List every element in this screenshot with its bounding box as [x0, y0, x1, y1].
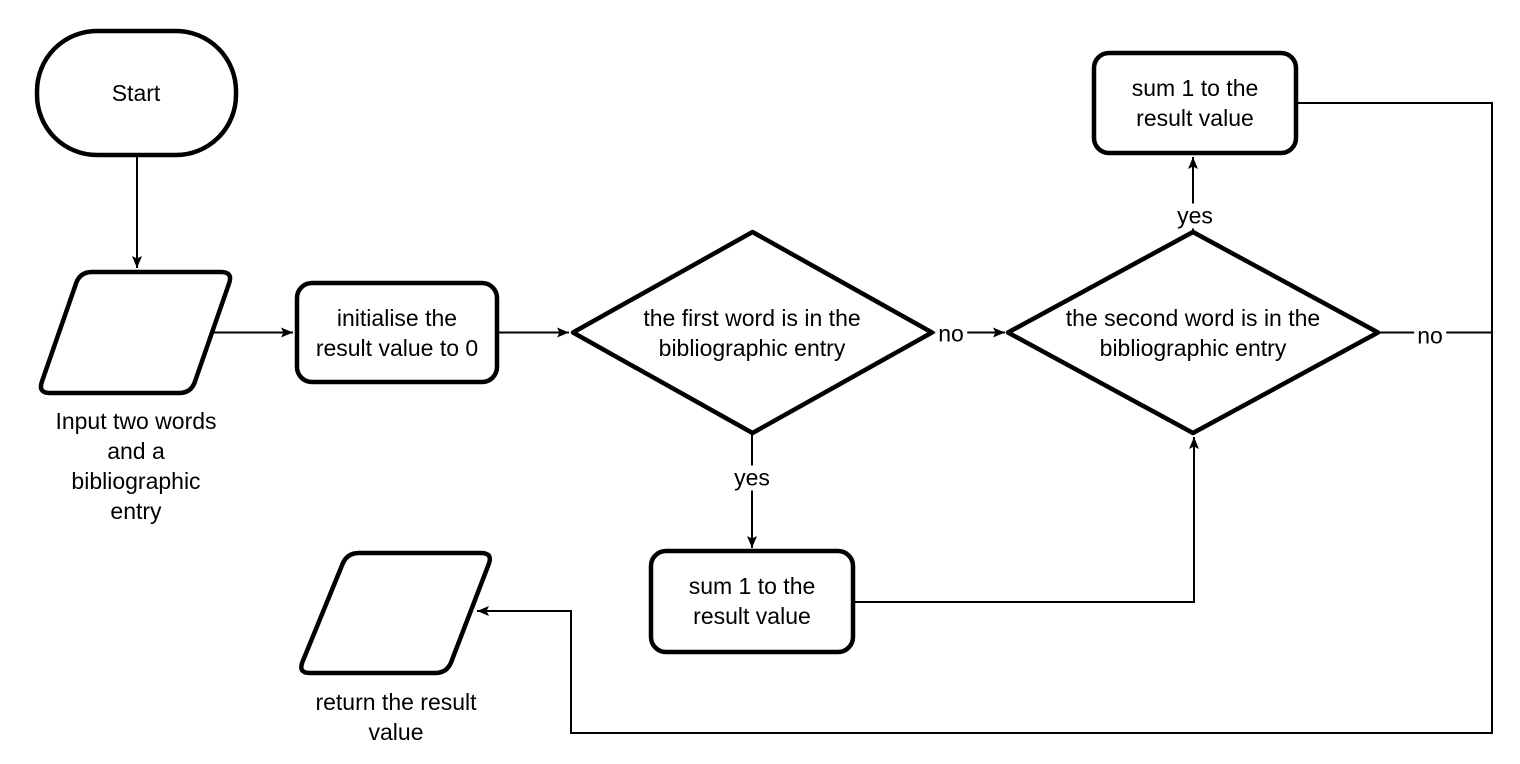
- start-node-label: Start: [111, 80, 161, 106]
- output-return-shape: [299, 550, 493, 676]
- decision-first-word-label: the first word is in the bibliographic e…: [643, 305, 861, 361]
- edge-label-first-no: no: [935, 321, 967, 347]
- process-initialise-label: initialise the result value to 0: [315, 305, 479, 361]
- edge-label-first-yes: yes: [731, 465, 773, 491]
- process-sum-top-label: sum 1 to the result value: [1131, 75, 1259, 131]
- output-return-label: return the result value: [315, 689, 477, 745]
- decision-second-word-shape: [1005, 229, 1381, 436]
- process-sum-bottom-label: sum 1 to the result value: [688, 573, 816, 629]
- decision-second-word-label: the second word is in the bibliographic …: [1065, 305, 1321, 361]
- input-node-shape: [38, 269, 233, 396]
- edge-label-second-no: no: [1414, 323, 1446, 349]
- input-node-label: Input two words and a bibliographic entr…: [55, 408, 217, 524]
- start-node-shape: [34, 28, 239, 158]
- edge-sum-bottom-to-second-decision: [853, 437, 1199, 603]
- process-sum-bottom-shape: [648, 548, 856, 655]
- edge-label-second-yes: yes: [1174, 203, 1216, 229]
- edge-sum-top-to-return: [477, 102, 1493, 734]
- decision-first-word-shape: [570, 229, 935, 436]
- process-sum-top-shape: [1091, 50, 1299, 156]
- process-initialise-shape: [294, 280, 500, 385]
